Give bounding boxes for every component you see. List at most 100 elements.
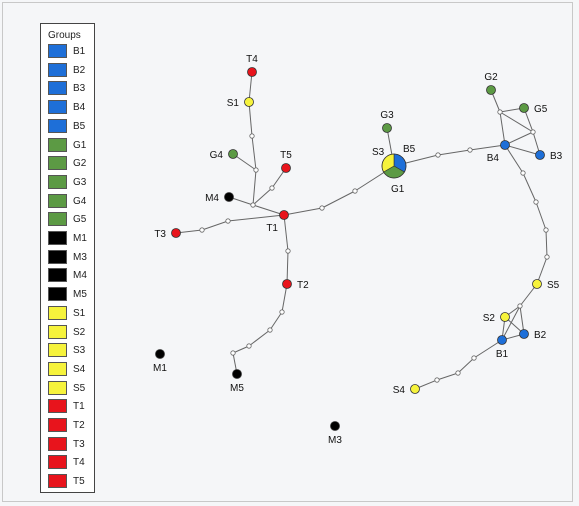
median-vector <box>269 185 275 191</box>
network-edge <box>248 101 253 137</box>
legend-label: T5 <box>73 476 85 488</box>
median-vector <box>352 188 358 194</box>
legend-item-s2: S2 <box>48 324 93 341</box>
legend-item-m1: M1 <box>48 231 93 247</box>
node-label-b5: B5 <box>403 144 416 155</box>
legend-item-t3: T3 <box>48 436 93 453</box>
legend-swatch <box>48 44 67 58</box>
median-vector <box>249 133 255 139</box>
node-label-s3: S3 <box>372 147 385 158</box>
legend-swatch <box>48 305 67 320</box>
node-s4 <box>410 384 420 394</box>
legend-label: G2 <box>73 158 87 170</box>
legend-label: B3 <box>73 83 86 95</box>
node-t2 <box>282 279 292 289</box>
node-label-g2: G2 <box>484 72 498 83</box>
node-label-t2: T2 <box>297 280 309 291</box>
legend-label: M3 <box>73 251 87 263</box>
network-edge <box>504 144 541 156</box>
legend-label: B4 <box>73 102 86 114</box>
legend-item-g1: G1 <box>48 137 93 154</box>
legend-label: B5 <box>73 120 86 132</box>
legend-item-b3: B3 <box>48 81 93 97</box>
legend-label: S4 <box>73 363 86 375</box>
node-m4 <box>224 192 234 202</box>
node-b3 <box>535 150 545 160</box>
node-label-g1: G1 <box>391 184 405 195</box>
network-edge <box>269 311 283 331</box>
legend-swatch <box>48 418 67 432</box>
legend-swatch <box>48 249 67 264</box>
legend-item-b5: B5 <box>48 118 93 135</box>
legend-item-b4: B4 <box>48 100 93 116</box>
legend-item-s5: S5 <box>48 380 93 397</box>
median-vectors <box>199 109 550 383</box>
network-edge <box>201 220 229 231</box>
median-vector <box>467 147 473 153</box>
network-edge <box>251 135 257 171</box>
node-label-t5: T5 <box>280 150 292 161</box>
median-vector <box>285 248 291 254</box>
network-edge <box>227 214 285 222</box>
legend-swatch <box>48 137 67 152</box>
node-label-s5: S5 <box>547 280 560 291</box>
legend-swatch <box>48 268 67 283</box>
pie-node-outline <box>381 153 407 179</box>
legend-label: S1 <box>73 307 86 319</box>
node-label-m4: M4 <box>205 193 219 204</box>
network-edge <box>522 172 537 203</box>
network-edge <box>504 144 524 174</box>
median-vector <box>455 370 461 376</box>
legend-swatch <box>48 231 67 245</box>
legend-swatch <box>48 380 67 395</box>
node-t5 <box>281 163 291 173</box>
network-edge <box>436 372 459 381</box>
legend-item-g4: G4 <box>48 193 93 210</box>
median-vector <box>434 377 440 383</box>
node-s1 <box>244 97 254 107</box>
legend-swatch <box>48 62 67 77</box>
legend-label: T3 <box>73 438 85 450</box>
median-vector <box>533 199 539 205</box>
network-edge <box>499 111 534 133</box>
node-b2 <box>519 329 529 339</box>
node-label-m3: M3 <box>328 435 342 446</box>
node-t4 <box>247 67 257 77</box>
legend-label: S2 <box>73 326 86 338</box>
node-g5 <box>519 103 529 113</box>
network-edge <box>469 144 506 151</box>
network-edge <box>252 169 257 206</box>
node-label-t1: T1 <box>266 223 278 234</box>
legend-swatch <box>48 174 67 189</box>
node-label-s4: S4 <box>393 385 406 396</box>
legend-label: M5 <box>73 289 87 301</box>
network-edge <box>457 357 475 374</box>
legend-swatch <box>48 100 67 115</box>
legend-label: G4 <box>73 195 87 207</box>
legend-item-t2: T2 <box>48 418 93 434</box>
node-label-b1: B1 <box>496 349 509 360</box>
legend-label: G1 <box>73 139 87 151</box>
node-label-t3: T3 <box>154 229 166 240</box>
node-label-t4: T4 <box>246 54 258 65</box>
legend-label: T4 <box>73 457 85 469</box>
legend-item-s3: S3 <box>48 343 93 359</box>
median-vector <box>497 109 503 115</box>
legend-label: T1 <box>73 401 85 413</box>
legend-swatch <box>48 436 67 451</box>
network-edge <box>252 204 285 216</box>
node-g3 <box>382 123 392 133</box>
node-t3 <box>171 228 181 238</box>
median-vector <box>517 303 523 309</box>
legend-label: B2 <box>73 64 86 76</box>
network-edge <box>321 190 356 209</box>
network-edge <box>535 201 547 231</box>
node-label-g3: G3 <box>380 110 394 121</box>
legend-item-m5: M5 <box>48 287 93 303</box>
median-vector <box>279 309 285 315</box>
legend-label: S5 <box>73 382 86 394</box>
node-g4 <box>228 149 238 159</box>
legend-swatch <box>48 343 67 358</box>
